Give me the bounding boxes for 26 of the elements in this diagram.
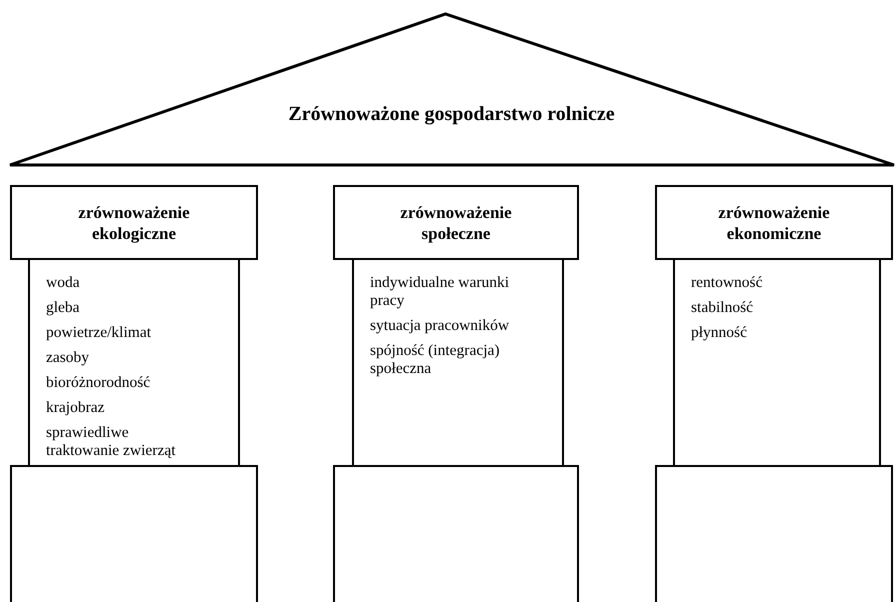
pillar-item: woda [46,274,81,292]
roof-title: Zrównoważone gospodarstwo rolnicze [287,104,616,125]
pillar-item: spójność (integracja) społeczna [370,342,501,378]
pillar-shaft [28,258,240,467]
pillar-item: bioróżnorodność [46,374,152,392]
pillar-capital [10,185,258,260]
pillar-heading: zrównoważenie ekonomiczne [717,202,831,244]
pillar-capital [655,185,893,260]
pillar-item: zasoby [46,349,90,367]
pillar-item: indywidualne warunki pracy [370,274,510,310]
pillar-base [655,465,893,602]
pillar-shaft [673,258,881,467]
pillar-base [10,465,258,602]
pillar-item: rentowność [691,274,764,292]
pillar-item: płynność [691,324,748,342]
pillar-item: krajobraz [46,399,106,417]
pillar-item: sytuacja pracowników [370,317,510,335]
pillar-shaft [352,258,564,467]
pillar-item: stabilność [691,299,754,317]
pillar-item: sprawiedliwe traktowanie zwierząt [46,424,176,460]
pillar-item: gleba [46,299,81,317]
pillar-item: powietrze/klimat [46,324,152,342]
pillar-heading: zrównoważenie ekologiczne [77,202,191,244]
pillar-base [333,465,579,602]
pillar-capital [333,185,579,260]
pillar-heading: zrównoważenie społeczne [399,202,513,244]
